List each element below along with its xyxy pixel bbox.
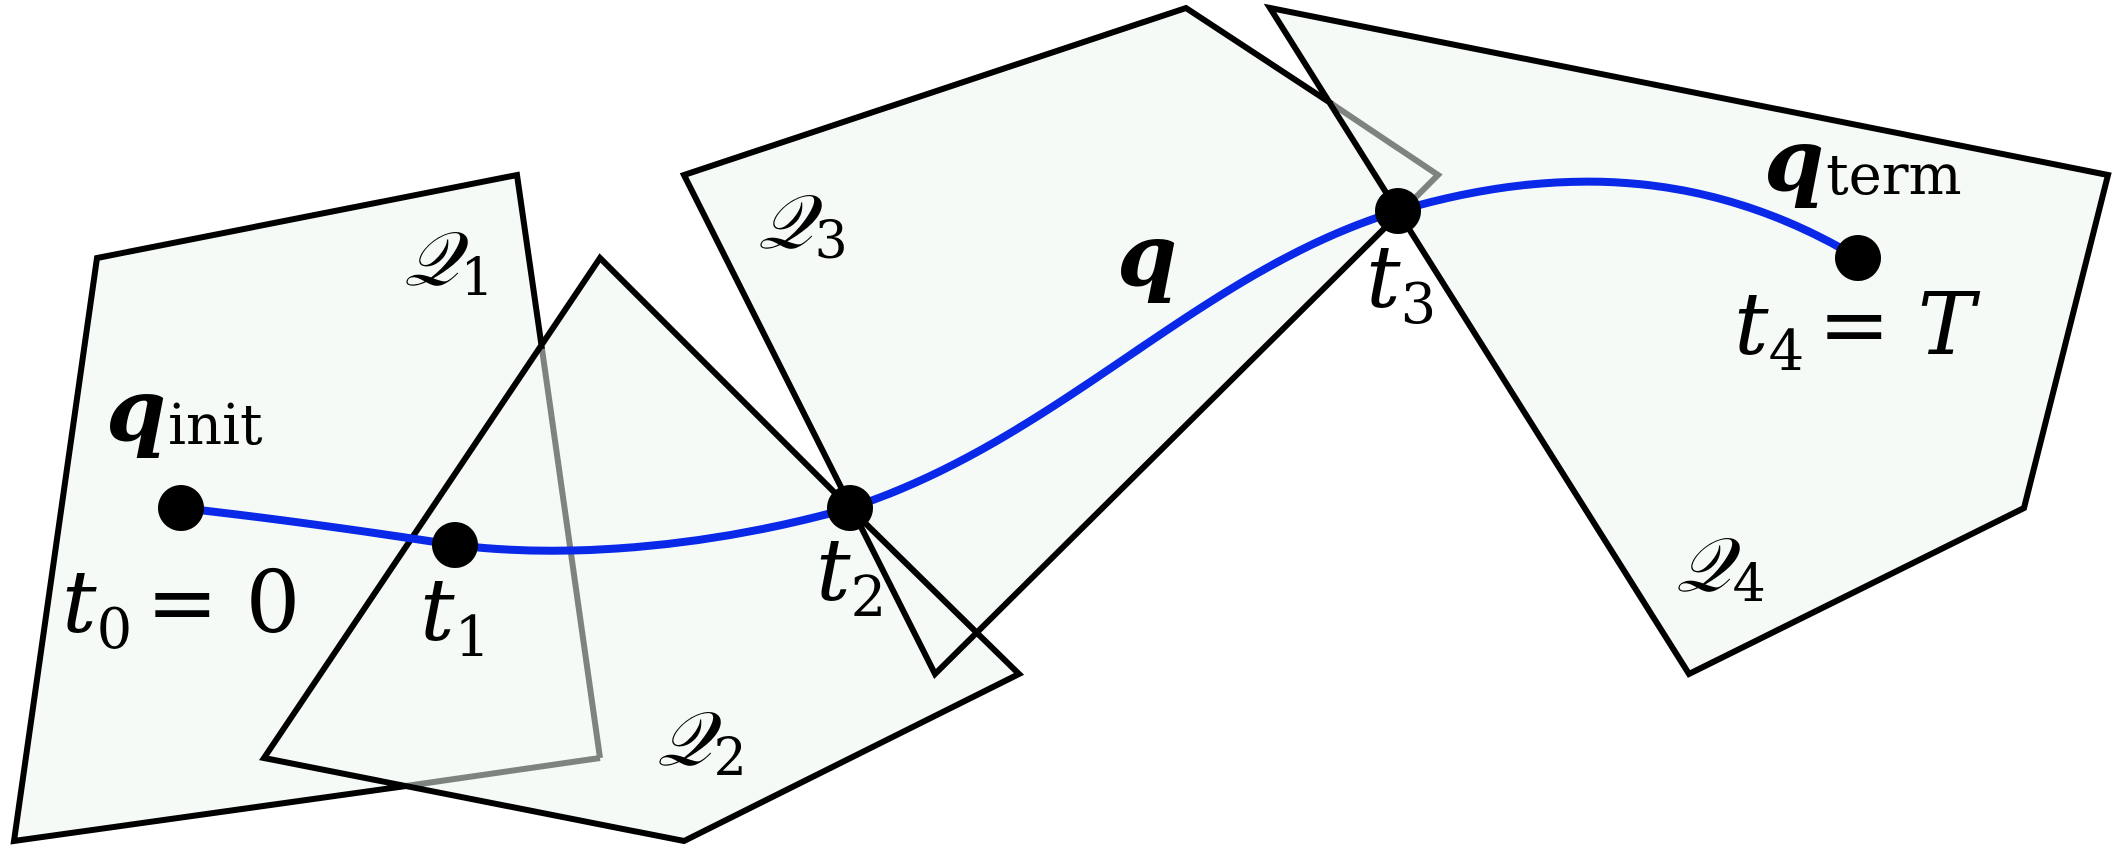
node-q-term (1835, 235, 1881, 281)
node-t1 (432, 522, 478, 568)
label-Q3: 𝒬3 (758, 177, 848, 271)
label-q-init: qinit (106, 360, 263, 461)
label-Q4: 𝒬4 (1676, 520, 1766, 614)
region-Q4-fill (1270, 8, 2108, 674)
Q3-hidden-corner (1330, 101, 1443, 202)
label-t1: t1 (420, 561, 490, 670)
Q4-outline (1263, 3, 2112, 678)
Q1-outline (10, 171, 545, 845)
label-t2: t2 (816, 521, 886, 630)
label-q: q (1117, 205, 1177, 306)
node-t3 (1375, 188, 1421, 234)
label-t0: t0= 0 (62, 553, 300, 662)
node-q-init (158, 485, 204, 531)
Q1-hidden-edge-bottom (405, 755, 601, 789)
label-Q1: 𝒬1 (404, 214, 494, 308)
trajectory-curve (177, 177, 1862, 555)
visible-edges (10, 3, 2112, 845)
label-q-term: qterm (1764, 110, 1962, 211)
label-Q2: 𝒬2 (657, 694, 747, 788)
labels: 𝒬1 𝒬2 𝒬3 𝒬4 q qinit qterm t0= 0 t1 (62, 110, 1981, 788)
waypoint-nodes (158, 188, 1881, 568)
label-t3: t3 (1366, 228, 1436, 337)
node-t2 (827, 485, 873, 531)
label-t4: t4= T (1734, 275, 1981, 384)
Q3-outline (679, 4, 1417, 680)
